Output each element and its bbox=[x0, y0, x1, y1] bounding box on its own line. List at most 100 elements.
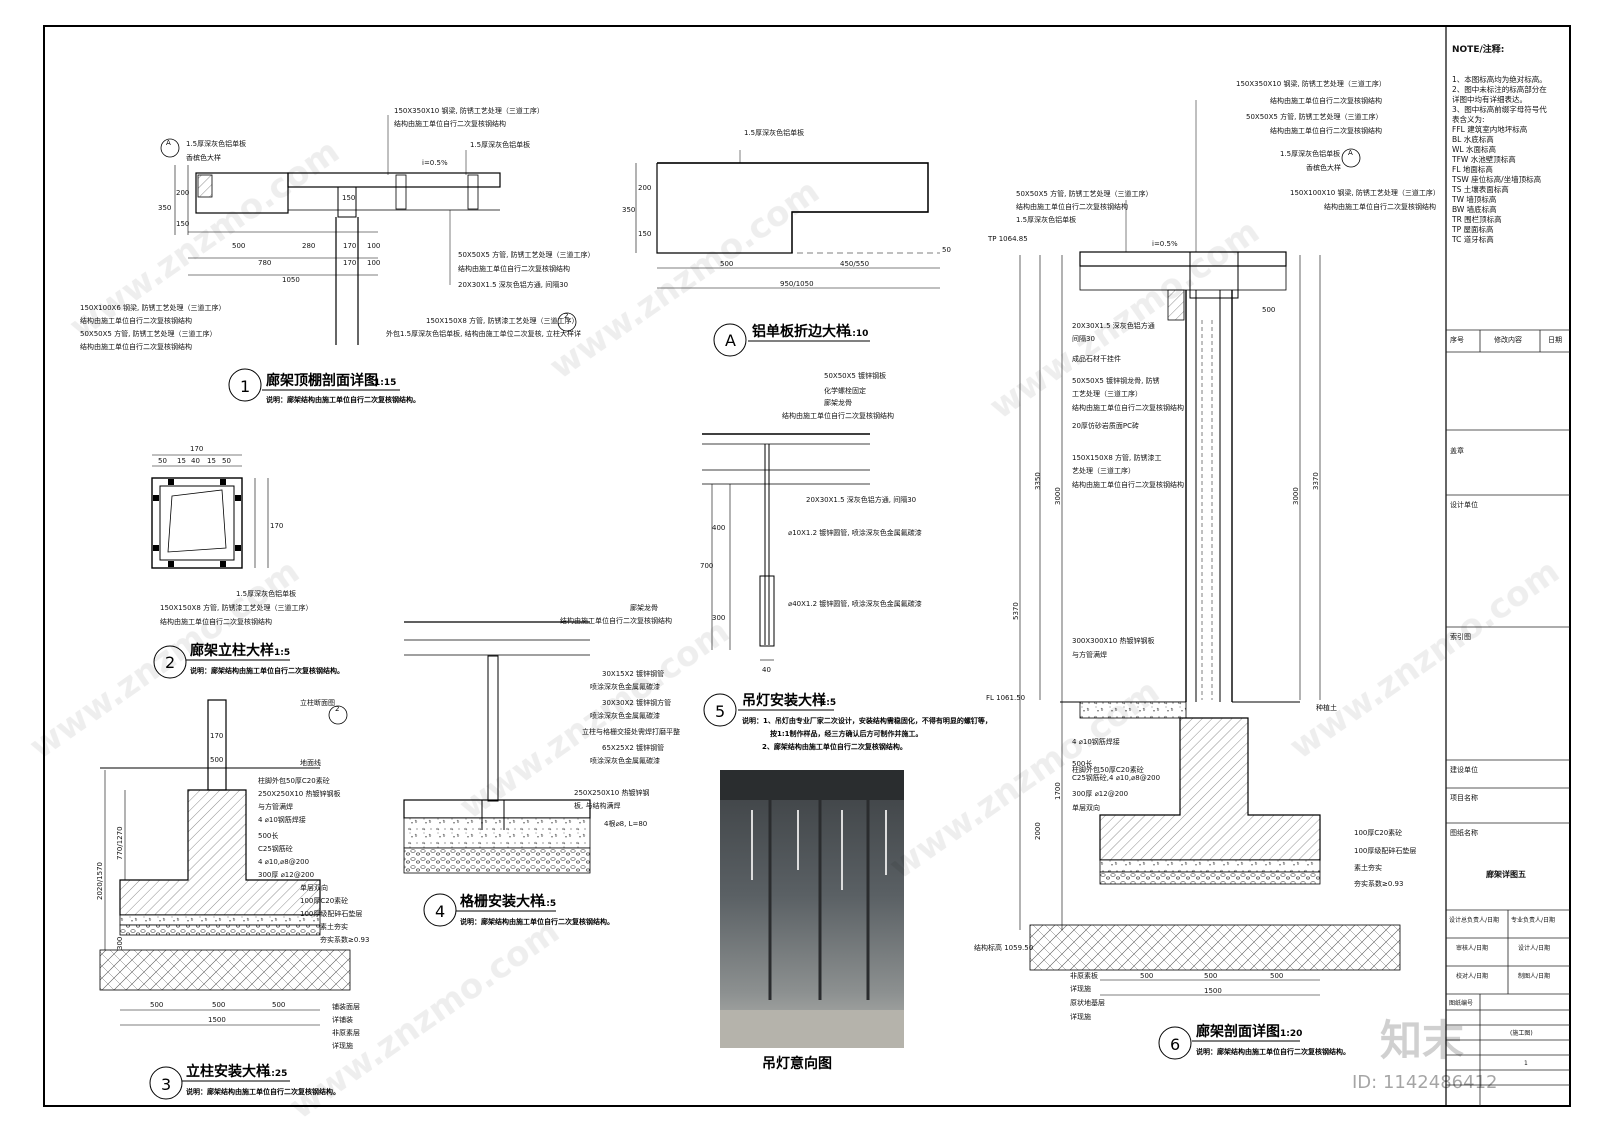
detail-1-labels: 1.5厚深灰色铝单板 香槟色大样 150X350X10 钢梁, 防锈工艺处理（三… bbox=[80, 106, 595, 351]
project-lead-label: 专业负责人/日期 bbox=[1511, 916, 1555, 924]
d1-dim: 1050 bbox=[282, 276, 300, 284]
d6-label: 艺处理（三道工序） bbox=[1072, 466, 1135, 475]
d2-label: 结构由施工单位自行二次复核钢结构 bbox=[160, 617, 272, 626]
detail-5-scale: 1:5 bbox=[820, 698, 836, 708]
detail-1-note: 说明：廊架结构由施工单位自行二次复核钢结构。 bbox=[266, 395, 420, 404]
d6-label: 结构由施工单位自行二次复核钢结构 bbox=[1072, 480, 1184, 489]
d1-label: 结构由施工单位自行二次复核钢结构 bbox=[80, 316, 192, 325]
d1-label: 结构由施工单位自行二次复核钢结构 bbox=[394, 119, 506, 128]
d6-label: 50X50X5 方管, 防锈工艺处理（三道工序） bbox=[1016, 189, 1153, 198]
d1-dim: 100 bbox=[367, 242, 380, 250]
d3-label: 与方管满焊 bbox=[258, 802, 293, 811]
dA-label: 1.5厚深灰色铝单板 bbox=[744, 128, 804, 137]
d3-label: 详铺装 bbox=[332, 1015, 353, 1024]
d1-dim: 170 bbox=[343, 259, 356, 267]
d3-dim: 500 bbox=[150, 1001, 163, 1009]
d6-label: 4 ⌀10钢筋焊接 bbox=[1072, 737, 1120, 746]
d6-label: 种植土 bbox=[1316, 703, 1337, 712]
d3-label: 夯实系数≥0.93 bbox=[320, 935, 369, 944]
d6-label: 50X50X5 方管, 防锈工艺处理（三道工序） bbox=[1246, 112, 1383, 121]
d6-slope: i=0.5% bbox=[1152, 240, 1178, 248]
seal-label: 盖章 bbox=[1450, 446, 1464, 455]
dA-dim: 500 bbox=[720, 260, 733, 268]
d3-label: 500长 bbox=[258, 831, 278, 840]
d3-dim: 300 bbox=[116, 937, 124, 950]
watermark-text: www.znzmo.com bbox=[1282, 551, 1567, 767]
d2-dim: 50 bbox=[158, 457, 167, 465]
d6-label: 非原素板 bbox=[1070, 971, 1098, 980]
detail-4-title: 格栅安装大样 bbox=[460, 893, 544, 910]
d1-label: 50X50X5 方管, 防锈工艺处理（三道工序） bbox=[80, 329, 217, 338]
d3-dim: 770/1270 bbox=[116, 826, 124, 860]
d6-label: 结构由施工单位自行二次复核钢结构 bbox=[1072, 403, 1184, 412]
title-block-text: NOTE/注释: 序号 修改内容 日期 盖章 设计单位 索引图 建设单位 项目名… bbox=[1449, 43, 1562, 1067]
d3-label: 柱脚外包50厚C20素砼 bbox=[258, 776, 330, 785]
d3-label: 单层双向 bbox=[300, 883, 328, 892]
d1-label: 结构由施工单位自行二次复核钢结构 bbox=[80, 342, 192, 351]
title-block-lines bbox=[1446, 329, 1570, 1106]
note-line: TSW 座位标高/坐墙顶标高 bbox=[1452, 175, 1542, 184]
d6-label: 500长 bbox=[1072, 759, 1092, 768]
drawer-label: 制图人/日期 bbox=[1518, 972, 1550, 980]
dA-dim: 950/1050 bbox=[780, 280, 814, 288]
d5-dim: 300 bbox=[712, 614, 725, 622]
watermark-text: www.znzmo.com bbox=[22, 551, 307, 767]
key-plan-label: 索引图 bbox=[1450, 632, 1471, 641]
d5-dim: 400 bbox=[712, 524, 725, 532]
d4-label: 立柱与格栅交接处需焊打磨平整 bbox=[582, 727, 680, 736]
d3-label: 100厚C20素砼 bbox=[300, 896, 348, 905]
d6-label: 详现施 bbox=[1070, 1012, 1091, 1021]
d1-label: 香槟色大样 bbox=[186, 153, 221, 162]
revision-content-label: 修改内容 bbox=[1494, 335, 1522, 344]
detail-A-title: 铝单板折边大样 bbox=[752, 323, 850, 340]
detail-5-number: 5 bbox=[715, 702, 725, 721]
d3-dim: 500 bbox=[272, 1001, 285, 1009]
detail-2-number: 2 bbox=[165, 653, 175, 672]
d3-dim: 1500 bbox=[208, 1016, 226, 1024]
d3-label: C25钢筋砼 bbox=[258, 844, 293, 853]
d6-label: 300厚 ⌀12@200 bbox=[1072, 790, 1128, 798]
d6-dim: 3000 bbox=[1292, 487, 1300, 505]
reviewer-label: 审核人/日期 bbox=[1456, 944, 1488, 952]
d3-label: 详现施 bbox=[332, 1041, 353, 1050]
detail-A-labels: 1.5厚深灰色铝单板 500 450/550 950/1050 350 200 … bbox=[622, 128, 951, 288]
d6-label: C25钢筋砼,4 ⌀10,⌀8@200 bbox=[1072, 773, 1160, 782]
sheet-border bbox=[43, 25, 1571, 1107]
detail-1-drawing: A 2 bbox=[160, 115, 577, 345]
detail-6-note: 说明：廊架结构由施工单位自行二次复核钢结构。 bbox=[1196, 1047, 1350, 1056]
designer-label: 设计人/日期 bbox=[1518, 944, 1550, 952]
d5-label: 化学螺栓固定 bbox=[824, 386, 866, 395]
d2-label: 1.5厚深灰色铝单板 bbox=[236, 589, 296, 598]
dA-dim: 150 bbox=[638, 230, 651, 238]
d6-label: 素土夯实 bbox=[1354, 863, 1382, 872]
watermark-id: ID: 1142486412 bbox=[1352, 1072, 1497, 1093]
d4-label: 板, 与结构满焊 bbox=[574, 801, 620, 810]
d6-label: 结构由施工单位自行二次复核钢结构 bbox=[1270, 96, 1382, 105]
note-line: TW 墙顶标高 bbox=[1452, 195, 1497, 204]
d1-label: 50X50X5 方管, 防锈工艺处理（三道工序） bbox=[458, 250, 595, 259]
note-line: FL 地面标高 bbox=[1452, 165, 1493, 174]
detail-3-drawing: 2 bbox=[99, 699, 351, 1100]
d6-dim: 5370 bbox=[1012, 602, 1020, 620]
d1-label: 150X350X10 钢梁, 防锈工艺处理（三道工序） bbox=[394, 106, 544, 115]
d3-label: 地面线 bbox=[300, 758, 321, 767]
detail-2-drawing bbox=[151, 454, 269, 679]
detail-5-note: 按1:1制作样品，经三方确认后方可制作并施工。 bbox=[770, 729, 923, 738]
d5-label: 结构由施工单位自行二次复核钢结构 bbox=[782, 411, 894, 420]
svg-text:2: 2 bbox=[564, 312, 568, 320]
d1-label: 1.5厚深灰色铝单板 bbox=[470, 140, 530, 149]
note-line: 表含义为: bbox=[1452, 115, 1485, 124]
detail-6-drawing: A bbox=[1019, 100, 1401, 1060]
drawing-name-label: 图纸名称 bbox=[1450, 828, 1478, 837]
detail-4-note: 说明：廊架结构由施工单位自行二次复核钢结构。 bbox=[460, 917, 614, 926]
d6-label: 50X50X5 镀锌钢龙骨, 防锈 bbox=[1072, 376, 1160, 385]
d3-dim: 500 bbox=[210, 756, 223, 764]
detail-A-number: A bbox=[725, 331, 736, 350]
d6-dim: 1500 bbox=[1204, 987, 1222, 995]
d6-label: 20厚仿砂岩质面PC砖 bbox=[1072, 421, 1139, 430]
d3-label: 4 ⌀10,⌀8@200 bbox=[258, 858, 309, 866]
d2-dim: 170 bbox=[190, 445, 203, 453]
note-line: TP 屋面标高 bbox=[1452, 225, 1494, 234]
d6-dim: 500 bbox=[1204, 972, 1217, 980]
